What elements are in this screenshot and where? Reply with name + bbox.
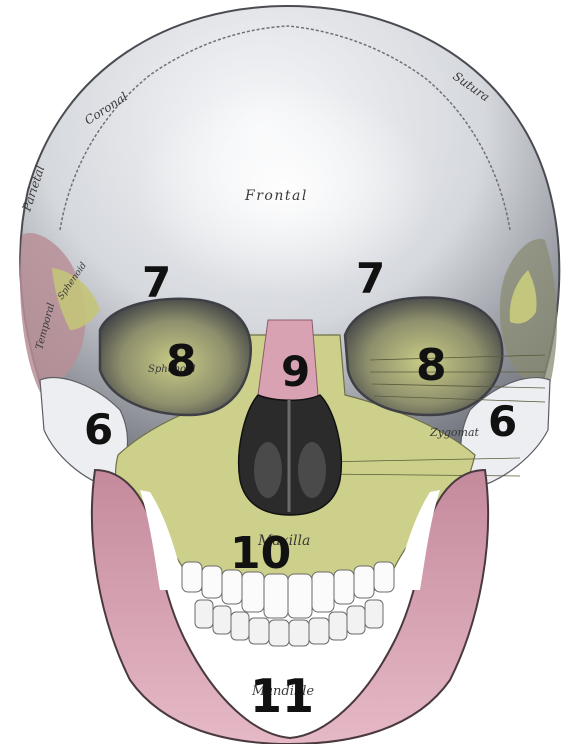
number-6-right: 6: [488, 397, 517, 446]
number-7-right: 7: [356, 254, 385, 303]
number-8-right: 8: [416, 340, 447, 391]
number-9: 9: [281, 347, 310, 396]
number-11: 11: [250, 669, 314, 723]
number-6-left: 6: [84, 405, 113, 454]
number-8-left: 8: [166, 336, 197, 387]
label-frontal: Frontal: [244, 188, 308, 204]
number-10: 10: [230, 528, 291, 579]
label-zygomatic: Zygomat: [429, 426, 480, 439]
number-7-left: 7: [142, 258, 171, 307]
